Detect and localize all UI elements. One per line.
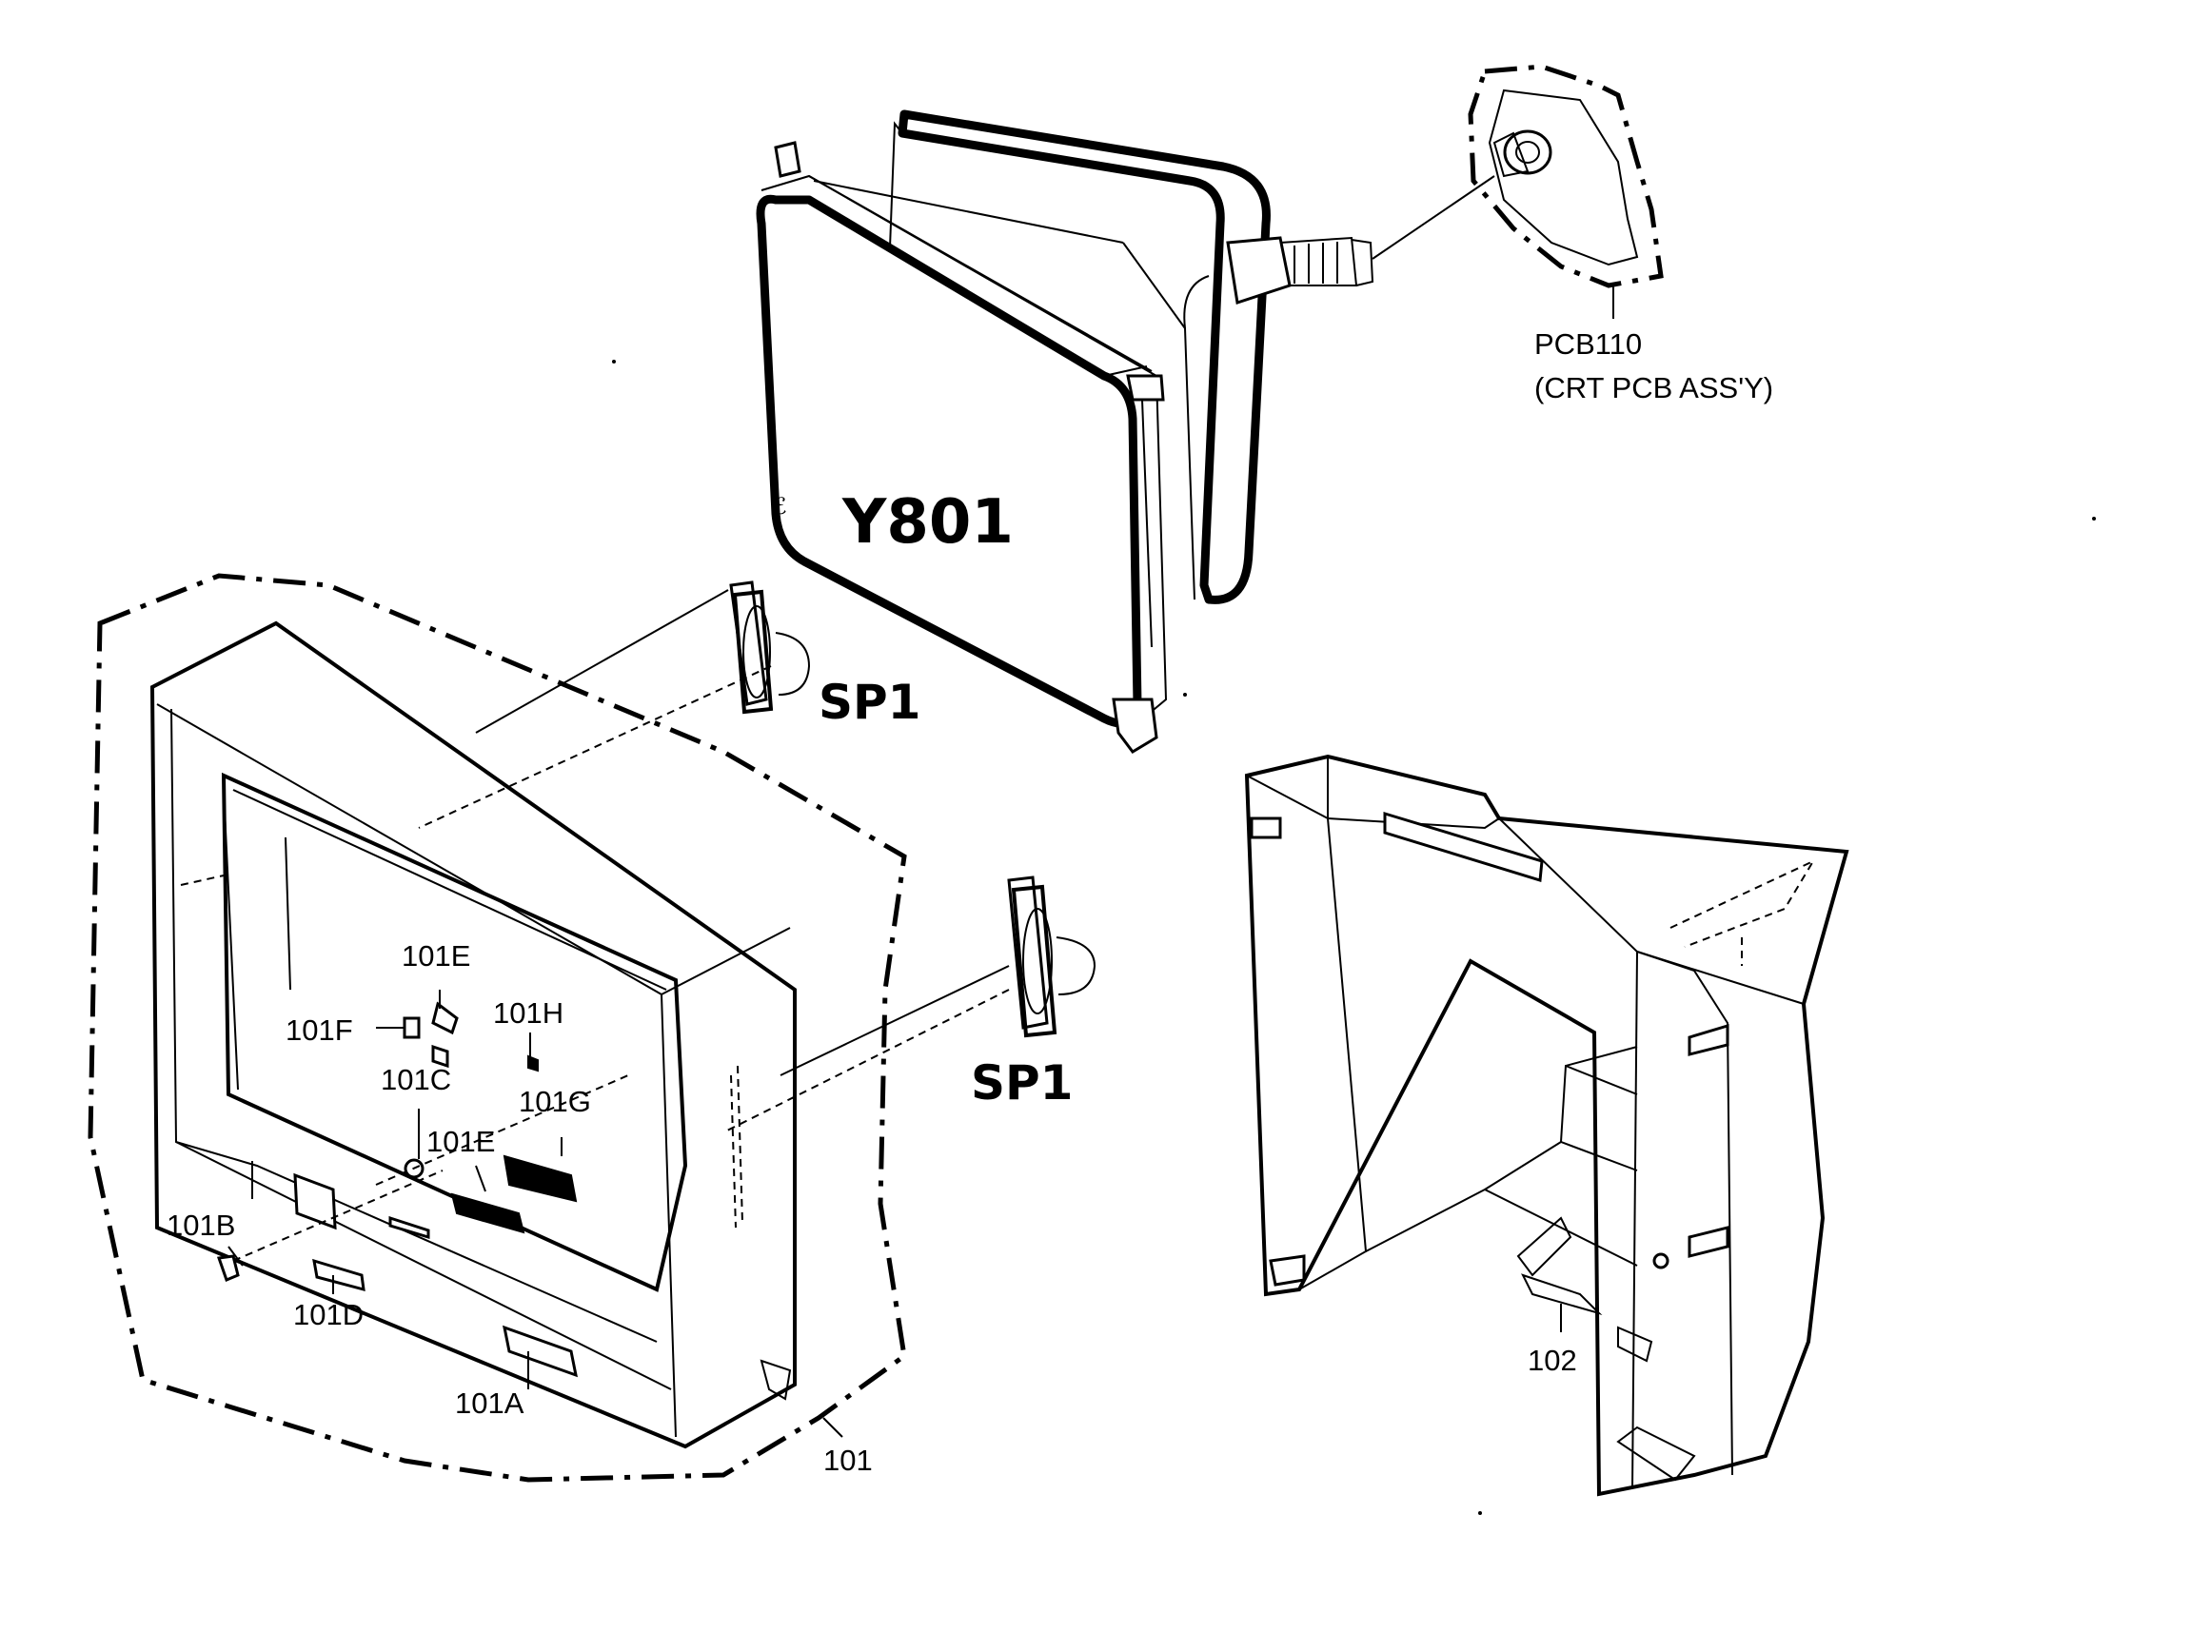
label-101F: 101F (286, 1013, 353, 1047)
speaker-upper (418, 580, 811, 829)
label-pcb110-desc: (CRT PCB ASS'Y) (1534, 371, 1773, 404)
label-pcb110: PCB110 (1534, 327, 1642, 361)
label-101G: 101G (519, 1085, 591, 1118)
front-cabinet (88, 573, 907, 1483)
svg-text:ℰ: ℰ (773, 494, 787, 520)
label-101C: 101C (381, 1063, 451, 1096)
scan-speck (612, 360, 616, 364)
label-101B: 101B (167, 1209, 235, 1242)
label-sp1-lower: SP1 (971, 1055, 1073, 1111)
label-102: 102 (1528, 1344, 1577, 1377)
label-101E-top: 101E (402, 939, 470, 973)
label-101D: 101D (293, 1298, 364, 1331)
label-sp1-upper: SP1 (819, 675, 920, 730)
crt-picture-tube: ℰ (756, 109, 1495, 754)
label-101E-mid: 101E (426, 1125, 495, 1158)
scan-speck (2092, 517, 2096, 521)
label-y801: Y801 (841, 487, 1014, 558)
rear-cabinet (1244, 754, 1849, 1497)
scan-speck (1183, 693, 1187, 697)
label-101: 101 (823, 1444, 873, 1477)
speaker-lower (722, 875, 1096, 1133)
scan-speck (1478, 1511, 1482, 1515)
label-101A: 101A (455, 1386, 524, 1420)
label-101H: 101H (493, 996, 563, 1030)
crt-pcb-assembly (1468, 64, 1664, 319)
